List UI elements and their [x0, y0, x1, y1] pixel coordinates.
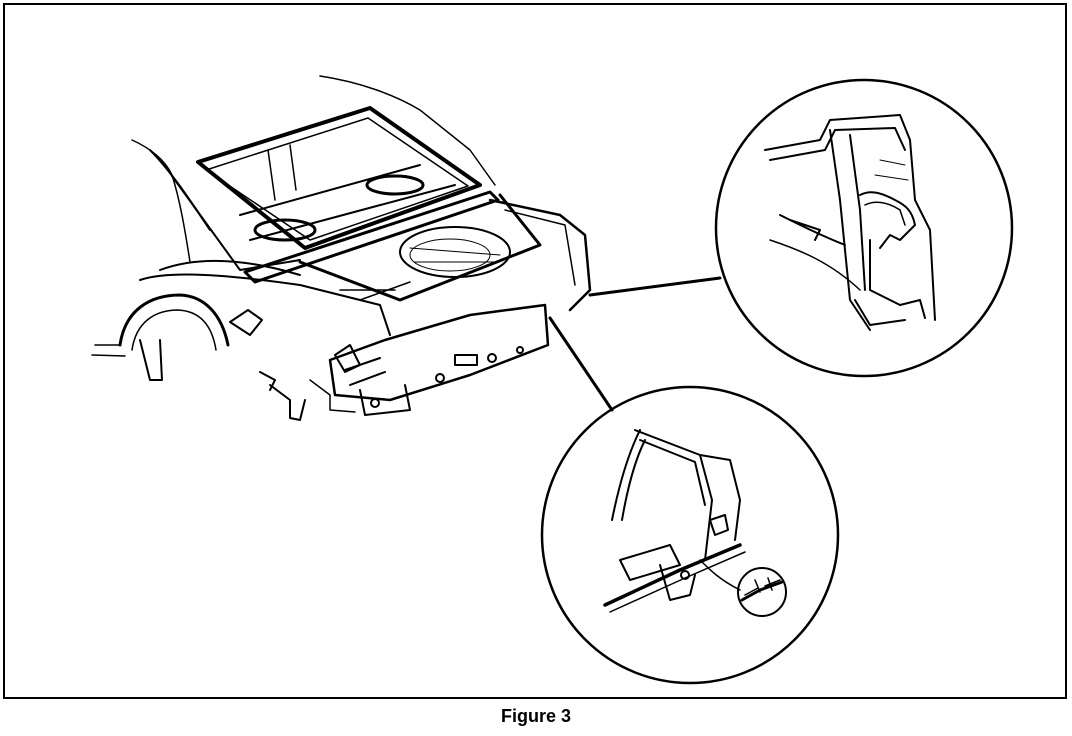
figure-caption: Figure 3 — [500, 706, 571, 726]
leader-lines — [548, 276, 722, 412]
lower-detail-view — [540, 385, 840, 685]
upper-detail-view — [714, 78, 1014, 378]
leader-line-lower — [548, 316, 614, 412]
car-body-drawing — [91, 75, 592, 421]
leader-line-upper — [588, 276, 722, 297]
figure-frame — [3, 3, 1067, 699]
lower-detail-circle — [540, 385, 840, 685]
upper-detail-circle — [714, 78, 1014, 378]
inset-detail-circle — [737, 567, 787, 617]
